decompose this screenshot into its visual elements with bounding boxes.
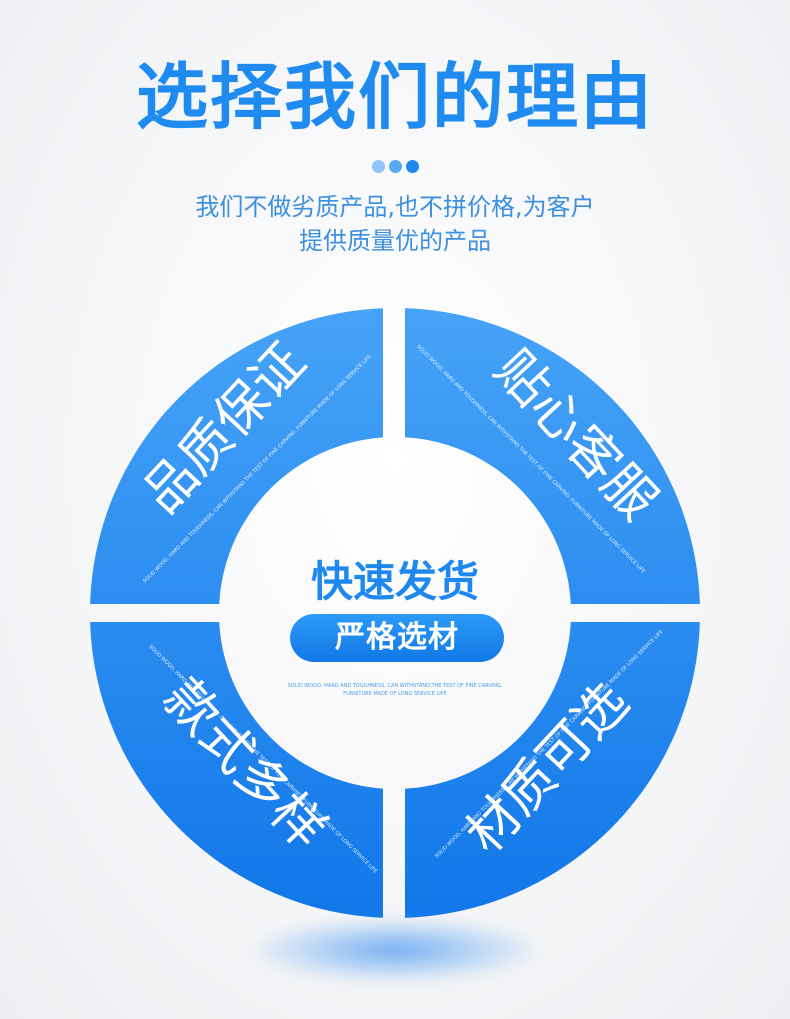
decorative-dots (0, 160, 790, 173)
center-note-line-2: FURNITURE MADE OF LONG SERVICE LIFE (343, 691, 447, 697)
strict-material-button[interactable]: 严格选材 (290, 614, 504, 662)
ring-shadow (255, 918, 535, 982)
subtitle-line-2: 提供质量优的产品 (299, 227, 491, 255)
center-title: 快速发货 (310, 557, 479, 606)
center-note-line-1: SOLID WOOD, HARD AND TOUGHNESS, CAN WITH… (287, 683, 503, 689)
dot-mid (388, 160, 402, 173)
subtitle-line-1: 我们不做劣质产品,也不拼价格,为客户 (195, 193, 595, 221)
center-note: SOLID WOOD, HARD AND TOUGHNESS, CAN WITH… (0, 682, 790, 698)
dot-light (371, 160, 385, 173)
page-title: 选择我们的理由 (135, 55, 654, 139)
subtitle: 我们不做劣质产品,也不拼价格,为客户 提供质量优的产品 (0, 190, 790, 258)
dot-dark (405, 160, 419, 173)
